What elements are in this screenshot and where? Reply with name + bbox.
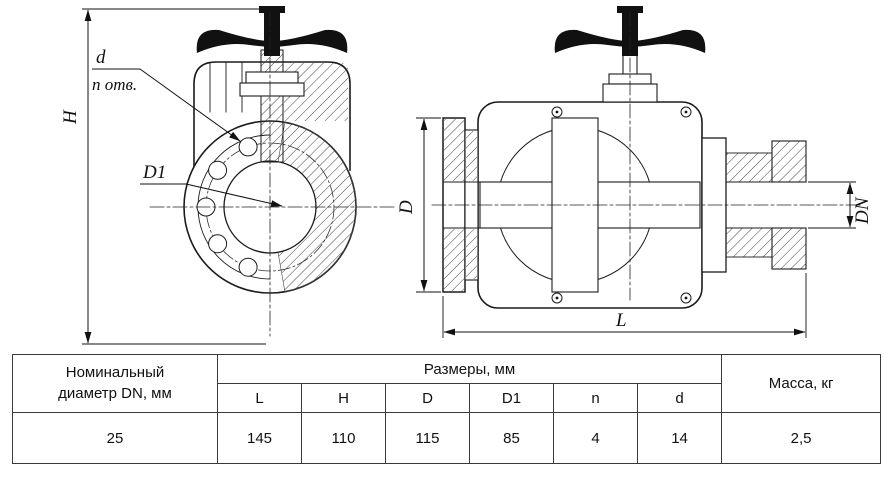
pipe-wall-bottom (725, 227, 773, 258)
d1-leader-line (185, 183, 283, 207)
col-header-H: H (301, 383, 386, 413)
col-header-d: d (636, 383, 723, 413)
col-header-D: D (385, 383, 470, 413)
bolt-hole (208, 234, 228, 254)
pipe-end-fitting-top (771, 140, 807, 183)
cell-d: 14 (636, 412, 723, 464)
stem-front (260, 49, 284, 163)
cell-mass: 2,5 (721, 412, 882, 464)
hole-diameter-label: d (96, 47, 106, 68)
dim-label-DN: DN (852, 196, 873, 225)
cell-dn: 25 (12, 412, 218, 464)
mass-header: Масса, кг (721, 354, 882, 413)
bolt-hole (238, 137, 258, 157)
front-view-dimensions: H d n отв. D1 (60, 8, 283, 345)
side-view-dimensions: D DN L (396, 117, 873, 338)
cell-L: 145 (217, 412, 302, 464)
front-view (149, 6, 397, 337)
cell-D1: 85 (469, 412, 554, 464)
table-header-row-2: L H D D1 n d (13, 383, 881, 413)
dim-label-D: D (396, 200, 417, 215)
cell-n: 4 (553, 412, 638, 464)
cell-D: 115 (385, 412, 470, 464)
table-header-row-1: Номинальный диаметр DN, мм Размеры, мм М… (12, 354, 882, 413)
nominal-diameter-header-text: Номинальный диаметр DN, мм (58, 364, 172, 402)
gland-flange (239, 82, 305, 97)
col-header-L: L (217, 383, 302, 413)
hole-leader-line (139, 68, 241, 142)
valve-technical-drawing: H d n отв. D1 (60, 6, 873, 345)
table-data-row: 25 145 110 115 85 4 14 2,5 (12, 412, 882, 464)
handwheel-front (196, 6, 348, 56)
pipe-wall-top (725, 152, 773, 183)
bolt-hole (238, 257, 258, 277)
bolt-hole (208, 160, 228, 180)
dim-label-L: L (615, 310, 627, 331)
nominal-diameter-header: Номинальный диаметр DN, мм (12, 354, 218, 413)
hole-count-label: n отв. (92, 75, 137, 94)
dim-label-H: H (60, 109, 81, 125)
col-header-n: n (553, 383, 638, 413)
body-bolts (551, 106, 692, 304)
cell-H: 110 (301, 412, 386, 464)
gland-nut (245, 71, 299, 84)
dim-label-D1: D1 (142, 162, 166, 183)
sizes-header: Размеры, мм (216, 354, 723, 384)
dimensions-table: Номинальный диаметр DN, мм Размеры, мм М… (12, 354, 882, 464)
side-view (431, 6, 863, 309)
pipe-end-fitting-bottom (771, 227, 807, 270)
col-header-D1: D1 (469, 383, 554, 413)
